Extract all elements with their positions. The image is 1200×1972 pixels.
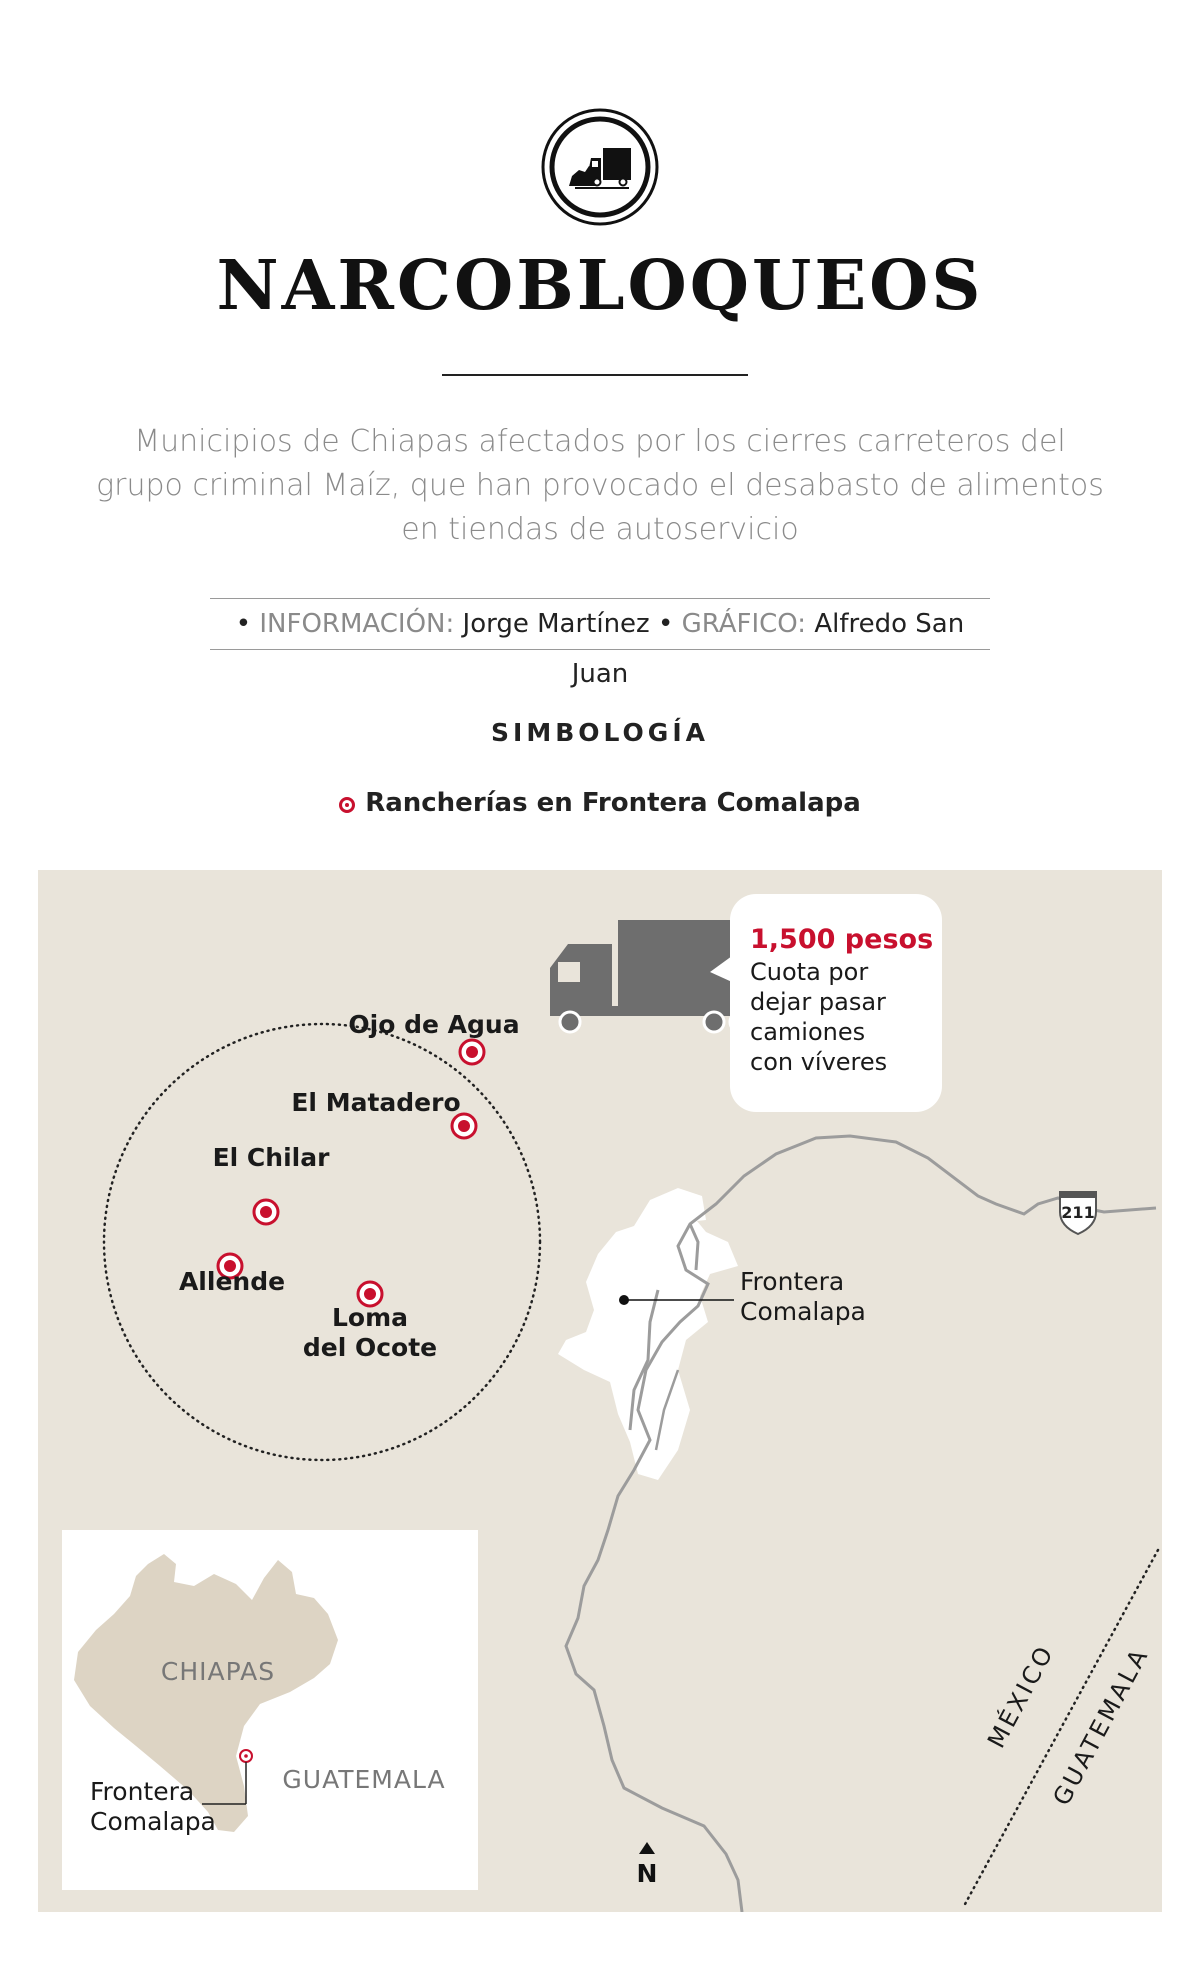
place-label-ojo-de-agua: Ojo de Agua <box>348 1010 519 1039</box>
bullet: • <box>235 609 260 639</box>
north-arrow-icon: N <box>637 1842 658 1888</box>
info-name: Jorge Martínez <box>462 609 650 639</box>
urban-area <box>678 1188 706 1222</box>
legend-item-label: Rancherías en Frontera Comalapa <box>365 788 861 818</box>
road <box>628 1289 660 1431</box>
location-marker-icon <box>339 797 356 813</box>
inset-state-label: CHIAPAS <box>161 1657 275 1686</box>
place-marker-dot <box>458 1120 470 1132</box>
highway-number: 211 <box>1061 1203 1094 1222</box>
label-line: del Ocote <box>303 1333 437 1362</box>
label-line: Comalapa <box>740 1297 866 1326</box>
label-line: Cuota por <box>750 958 868 986</box>
inset-town-marker <box>244 1754 248 1758</box>
place-marker-dot <box>224 1260 236 1272</box>
truck-icon <box>541 108 659 226</box>
label-line: camiones <box>750 1018 865 1046</box>
title-divider <box>442 374 748 376</box>
place-marker-dot <box>364 1288 376 1300</box>
bullet: • <box>657 609 682 639</box>
label-line: Comalapa <box>90 1807 216 1836</box>
page-title: NARCOBLOQUEOS <box>216 246 984 326</box>
label-line: Loma <box>332 1303 408 1332</box>
graphic-name: Alfredo San Juan <box>571 609 965 689</box>
info-label: INFORMACIÓN: <box>259 609 455 639</box>
place-label-el-matadero: El Matadero <box>291 1088 460 1117</box>
legend-item: Rancherías en Frontera Comalapa <box>0 788 1200 818</box>
label-line: Frontera <box>90 1777 194 1806</box>
highway-shield-icon: 211 <box>1059 1191 1097 1236</box>
chiapas-shape <box>74 1554 338 1832</box>
legend-title: SIMBOLOGÍA <box>491 718 709 747</box>
credits-bar: • INFORMACIÓN: Jorge Martínez • GRÁFICO:… <box>210 598 990 689</box>
place-marker-dot <box>260 1206 272 1218</box>
subtitle: Municipios de Chiapas afectados por los … <box>96 424 1104 547</box>
callout-amount: 1,500 pesos <box>750 924 933 955</box>
label-line: Frontera <box>740 1267 844 1296</box>
area-circle <box>102 1022 542 1462</box>
road <box>688 1223 700 1271</box>
place-marker-dot <box>466 1046 478 1058</box>
place-markers <box>216 1038 486 1308</box>
place-label-el-chilar: El Chilar <box>213 1143 331 1172</box>
north-label: N <box>637 1859 658 1888</box>
road <box>564 1134 1157 1912</box>
map: 211 Ojo de Agua El Matadero El Chilar Al… <box>38 870 1162 1912</box>
road <box>654 1369 680 1451</box>
place-label-allende: Allende <box>179 1267 285 1296</box>
international-border <box>962 1548 1160 1908</box>
label-line: con víveres <box>750 1048 887 1076</box>
graphic-label: GRÁFICO: <box>681 609 807 639</box>
label-line: dejar pasar <box>750 988 886 1016</box>
inset-country-label: GUATEMALA <box>282 1765 445 1794</box>
